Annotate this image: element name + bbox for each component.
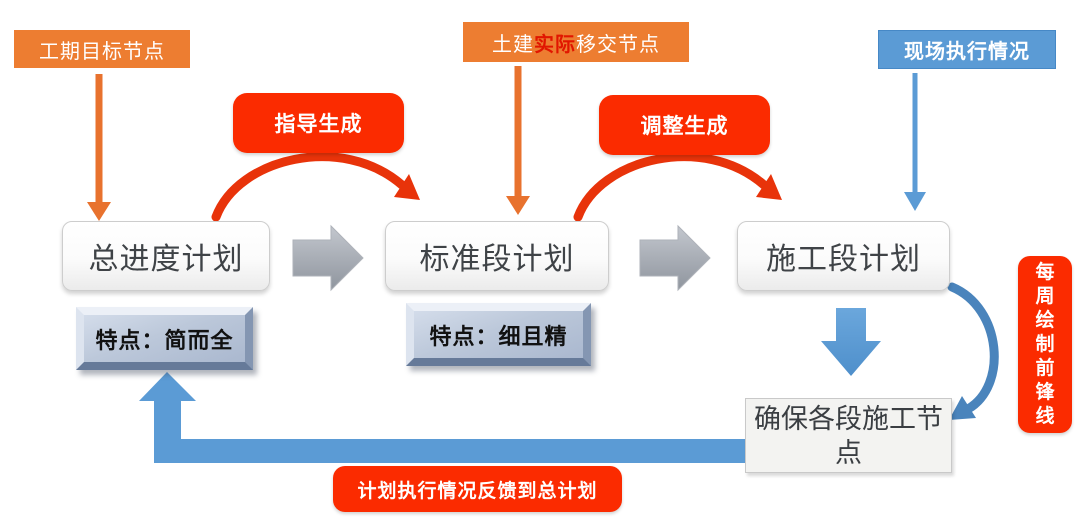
site-execution-text: 现场执行情况 (904, 41, 1030, 63)
guide-arc-arrow (211, 152, 420, 222)
frontline-arc-arrow (947, 282, 999, 420)
guide-generate-text: 指导生成 (274, 113, 363, 136)
guide-generate-pill: 指导生成 (233, 93, 404, 153)
site-execution-arrow (904, 73, 926, 211)
handover-prefix: 土建 (492, 33, 534, 56)
handover-highlight: 实际 (534, 33, 576, 56)
handover-arrow (506, 66, 530, 215)
master-plan-text: 总进度计划 (88, 243, 244, 276)
duration-target-label: 工期目标节点 (14, 30, 190, 68)
duration-target-arrow (87, 74, 111, 221)
master-feature-box: 特点：简而全 (76, 307, 253, 370)
feedback-arrow (139, 372, 745, 463)
adjust-arc-arrow (573, 152, 782, 222)
standard-plan-box: 标准段计划 (385, 221, 609, 291)
duration-target-text: 工期目标节点 (39, 40, 165, 63)
standard-feature-box: 特点：细且精 (406, 303, 591, 366)
flow-arrow-1 (292, 224, 364, 292)
ensure-nodes-text: 确保各段施工节点 (754, 403, 943, 468)
construction-plan-text: 施工段计划 (766, 243, 921, 276)
master-feature-text: 特点：简而全 (95, 327, 234, 353)
ensure-nodes-box: 确保各段施工节点 (745, 398, 952, 473)
feedback-pill: 计划执行情况反馈到总计划 (333, 466, 622, 512)
adjust-generate-pill: 调整生成 (599, 95, 770, 155)
handover-suffix: 移交节点 (576, 33, 660, 56)
handover-label: 土建实际移交节点 (463, 22, 689, 62)
adjust-generate-text: 调整生成 (640, 115, 729, 138)
weekly-frontline-text: 每周绘制前锋线 (1035, 261, 1055, 427)
site-execution-label: 现场执行情况 (878, 30, 1056, 69)
standard-feature-text: 特点：细且精 (429, 323, 568, 349)
weekly-frontline-box: 每周绘制前锋线 (1018, 256, 1072, 433)
construction-down-arrow (821, 308, 881, 376)
standard-plan-text: 标准段计划 (419, 243, 575, 276)
master-plan-box: 总进度计划 (62, 221, 270, 291)
flow-arrow-2 (639, 224, 711, 292)
feedback-text: 计划执行情况反馈到总计划 (357, 480, 598, 502)
construction-plan-box: 施工段计划 (737, 221, 950, 291)
